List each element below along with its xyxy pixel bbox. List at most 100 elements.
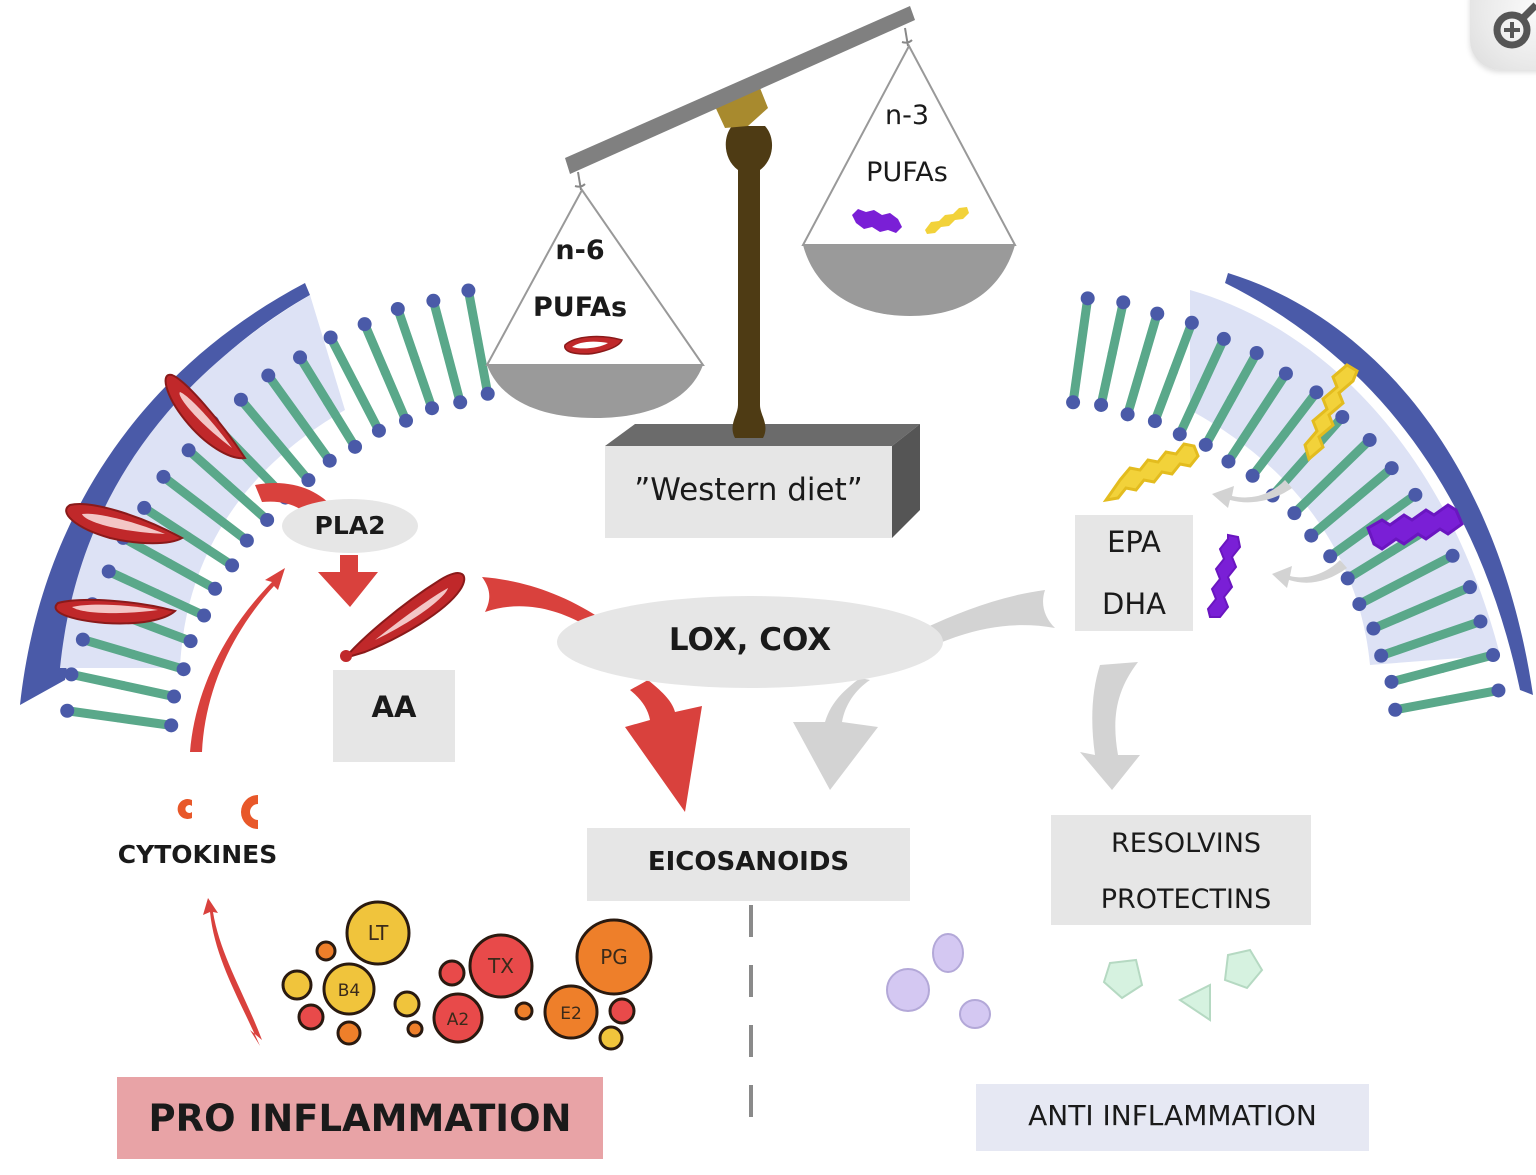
resolvins-label: RESOLVINS <box>1110 828 1262 859</box>
pro-arrows <box>190 482 702 1046</box>
right-pan-bowl <box>803 245 1015 316</box>
lipid-molecule <box>293 350 363 454</box>
lipid-molecule <box>181 443 275 527</box>
mediator-pg <box>575 918 653 996</box>
resolvin-circle-1 <box>886 968 930 1012</box>
mediator-label-a2: A2 <box>447 1010 469 1030</box>
right-lipid-bilayer <box>1066 291 1506 717</box>
lipid-molecule <box>1221 366 1293 469</box>
protectin-pentagon-2 <box>1223 948 1264 990</box>
lipid-molecule <box>137 500 240 573</box>
free-epa-molecule <box>1102 442 1200 503</box>
lipid-molecule <box>1198 346 1264 452</box>
arrow-mediators-to-cytokines <box>203 898 262 1046</box>
lipid-molecule <box>1374 614 1488 663</box>
zoom-in-button[interactable] <box>1470 0 1536 70</box>
pro-inflammation-box <box>117 1077 603 1159</box>
lipid-molecule <box>156 469 254 548</box>
lipid-molecule <box>1245 385 1324 483</box>
protectin-shapes <box>1102 948 1264 1022</box>
right-pan-hook <box>901 27 913 47</box>
aa-molecule-embedded-1 <box>164 373 247 460</box>
right-cell-membrane <box>1066 273 1533 717</box>
lipid-molecule <box>1147 315 1199 429</box>
left-lipid-bilayer <box>60 283 495 733</box>
lipid-molecule <box>357 317 414 428</box>
aa-label: AA <box>371 690 417 724</box>
lipid-molecule <box>75 632 191 677</box>
pla2-ellipse <box>282 499 418 553</box>
left-pan-label-n6: n-6 <box>555 235 605 266</box>
mediator-small-bubble <box>315 940 337 962</box>
mediator-small-bubble <box>514 1001 534 1021</box>
pro-inflammation-label: PRO INFLAMMATION <box>148 1097 572 1140</box>
mediator-small-bubble <box>608 997 636 1025</box>
aa-box <box>333 670 455 762</box>
right-pan-strings <box>801 43 1017 246</box>
cytokine-icon-large <box>241 795 258 829</box>
scale-base-label: ”Western diet” <box>634 472 863 508</box>
protectin-pentagon-1 <box>1102 958 1144 1000</box>
arrow-epadha-to-loxcox <box>925 590 1055 645</box>
mediator-small-bubble <box>297 1003 325 1031</box>
loxcox-label: LOX, COX <box>668 622 832 658</box>
mediator-a2 <box>432 992 484 1044</box>
scale-base-front <box>605 446 892 538</box>
protectin-triangle <box>1178 983 1211 1022</box>
free-aa-molecule <box>340 572 466 662</box>
mediator-small-bubble <box>598 1025 624 1051</box>
arrow-pla2-to-aa <box>318 555 378 607</box>
anti-inflammation-box <box>976 1084 1369 1151</box>
free-dha-molecule <box>1206 533 1242 618</box>
lipid-molecule <box>323 330 386 438</box>
cytokines-label: CYTOKINES <box>117 840 278 869</box>
arrow-loxcox-to-eicosanoids-gray <box>793 678 878 790</box>
mediator-small-bubble <box>406 1020 424 1038</box>
anti-arrows <box>793 480 1347 790</box>
lipid-molecule <box>64 667 182 704</box>
mediator-label-b4: B4 <box>338 981 360 1001</box>
anti-inflammation-label: ANTI INFLAMMATION <box>1028 1099 1317 1132</box>
left-membrane-outer-band <box>20 283 310 705</box>
lipid-molecule <box>1352 548 1460 612</box>
lipid-molecule <box>461 283 495 401</box>
protectins-label: PROTECTINS <box>1100 884 1272 915</box>
lipid-molecule <box>1172 331 1231 442</box>
mediator-label-e2: E2 <box>560 1004 582 1024</box>
mediator-tx <box>468 933 534 999</box>
left-cell-membrane <box>20 283 495 733</box>
arrow-membrane-release-dha <box>1272 560 1347 588</box>
epa-molecule-embedded <box>1303 363 1359 462</box>
epa-dha-box <box>1075 515 1193 631</box>
left-pan-label-pufas: PUFAs <box>532 292 628 323</box>
scale-beam <box>565 6 915 174</box>
left-pan-hook <box>574 171 586 191</box>
lipid-molecule <box>426 293 468 410</box>
pla2-label: PLA2 <box>314 511 386 540</box>
resolvins-protectins-box <box>1051 815 1311 925</box>
lipid-molecule <box>60 703 179 733</box>
zoom-in-icon <box>1493 2 1536 49</box>
arrow-cytokines-to-pla2 <box>190 568 285 752</box>
mediator-label-lt: LT <box>368 921 389 945</box>
arrow-loxcox-to-eicosanoids <box>625 680 702 812</box>
aa-molecule-embedded-2 <box>65 503 185 545</box>
arrow-epadha-to-resolvins <box>1080 662 1140 790</box>
scale-post <box>725 126 773 438</box>
lipid-molecule <box>1384 648 1501 689</box>
right-pan-label-pufas: PUFAs <box>866 157 948 188</box>
aa-molecule-in-pan <box>564 335 624 355</box>
resolvin-circle-2 <box>932 933 964 973</box>
mediator-b4 <box>322 962 376 1016</box>
lipid-molecule <box>1287 432 1377 521</box>
mediator-small-bubble <box>438 959 466 987</box>
mediator-small-bubble <box>281 969 313 1001</box>
arrow-membrane-release-epa <box>1212 480 1292 508</box>
balance-scale <box>485 6 1017 538</box>
aa-molecule-embedded-3 <box>54 598 178 625</box>
lipid-molecule <box>1304 461 1399 543</box>
lipid-molecule <box>101 564 212 623</box>
